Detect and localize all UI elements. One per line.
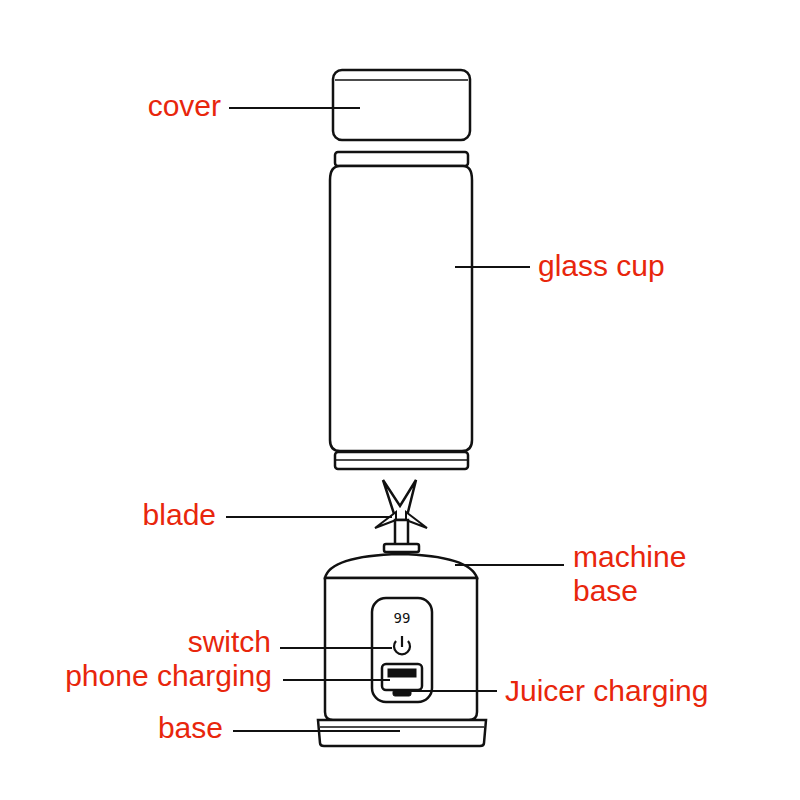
leader-line (280, 647, 392, 649)
glass-cup-shape (330, 166, 472, 451)
leader-line (455, 564, 564, 566)
cup-top-ring (335, 152, 468, 166)
control-panel (372, 598, 432, 702)
part-label: machine base (573, 540, 733, 608)
leader-line (283, 679, 390, 681)
leader-lines (226, 108, 564, 731)
base-shape (318, 720, 486, 746)
leader-line (455, 266, 530, 268)
part-label: blade (143, 498, 216, 532)
cup-bottom-ring (335, 452, 468, 469)
micro-usb-port (393, 690, 411, 696)
part-label: Juicer charging (505, 674, 708, 708)
part-label: switch (188, 625, 271, 659)
usb-port (382, 664, 422, 690)
part-label: base (158, 711, 223, 745)
part-label: glass cup (538, 249, 665, 283)
display-reading: 99 (394, 610, 411, 626)
leader-line (411, 690, 497, 692)
part-label: cover (148, 89, 221, 123)
leader-line (233, 730, 400, 732)
blade-shape (383, 480, 416, 520)
cover-shape (333, 70, 470, 140)
leader-line (229, 107, 360, 109)
blade-shaft (395, 520, 408, 546)
machine-base-dome (325, 554, 477, 578)
leader-line (226, 516, 392, 518)
part-label: phone charging (65, 659, 272, 693)
